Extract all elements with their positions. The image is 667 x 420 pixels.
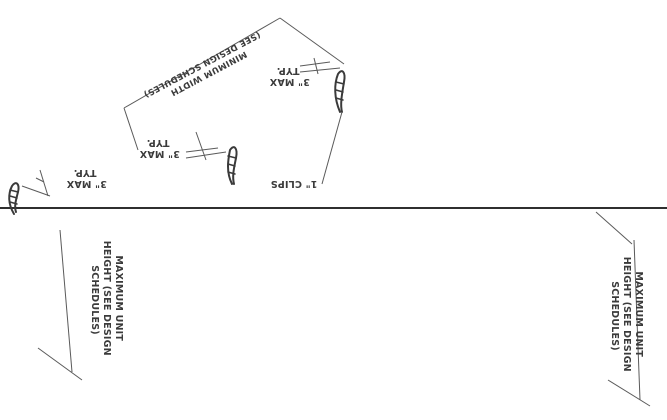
- clip-right-upper: [334, 70, 346, 113]
- dimension-height-right: [595, 211, 651, 407]
- label-minimum-width: MINIMUM WIDTH (SEE DESIGN SCHEDULES): [142, 29, 267, 109]
- label-1in-clips: 1" CLIPS: [271, 178, 318, 189]
- dimension-3in-middle: [185, 131, 227, 161]
- clip-left: [8, 182, 20, 215]
- clip-middle: [227, 146, 238, 185]
- dimension-3in-right: [299, 57, 341, 75]
- label-max-height-left: MAXIMUM UNIT HEIGHT (SEE DESIGN SCHEDULE…: [89, 241, 124, 360]
- leader-clips: [321, 111, 343, 185]
- label-3in-max-left: 3" MAX TYP.: [63, 167, 107, 189]
- dimension-minimum-width: [123, 17, 345, 151]
- label-max-height-right: MAXIMUM UNIT HEIGHT (SEE DESIGN SCHEDULE…: [609, 257, 644, 376]
- label-3in-max-right: 3" MAX TYP.: [266, 65, 310, 87]
- dimension-height-left: [37, 229, 83, 381]
- dimension-3in-left: [21, 169, 51, 197]
- label-3in-max-middle: 3" MAX TYP.: [136, 137, 180, 159]
